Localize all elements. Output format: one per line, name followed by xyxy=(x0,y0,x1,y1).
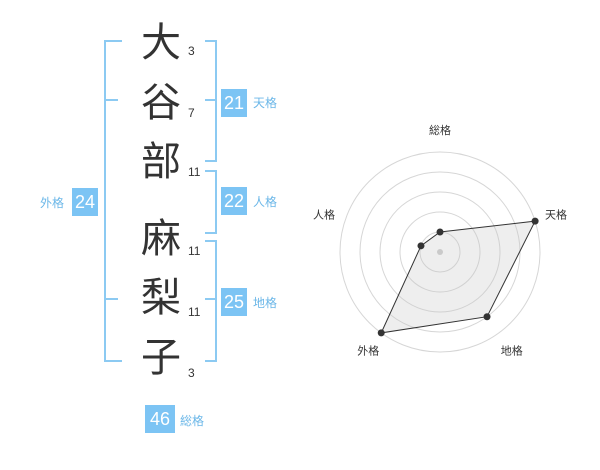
tenkaku-bracket xyxy=(205,40,217,162)
soukaku-label: 総格 xyxy=(180,414,205,428)
radar-axis-label: 総格 xyxy=(429,123,451,137)
radar-axis-label: 地格 xyxy=(501,344,523,358)
name-char-5: 梨 xyxy=(141,275,181,321)
jinkaku-score: 22 xyxy=(221,187,247,215)
jinkaku-label: 人格 xyxy=(253,195,278,209)
gaikaku-label: 外格 xyxy=(40,196,65,210)
name-char-2: 谷 xyxy=(141,80,181,126)
name-char-1: 大 xyxy=(141,20,181,66)
radar-point-3 xyxy=(483,313,491,321)
soukaku-score: 46 xyxy=(145,405,175,433)
gaikaku-score: 24 xyxy=(72,188,98,216)
stroke-count-2: 7 xyxy=(188,106,195,120)
bracket-tick xyxy=(104,99,118,101)
radar-ring xyxy=(339,151,541,353)
name-char-4: 麻 xyxy=(141,216,181,262)
stroke-count-6: 3 xyxy=(188,366,195,380)
radar-axis-label: 人格 xyxy=(313,207,335,221)
bracket-tick xyxy=(205,298,217,300)
radar-point-1 xyxy=(436,228,444,236)
chikaku-label: 地格 xyxy=(253,296,278,310)
stroke-count-4: 11 xyxy=(188,244,201,258)
stroke-count-1: 3 xyxy=(188,44,195,58)
radar-point-5 xyxy=(417,242,425,250)
radar-axis-label: 外格 xyxy=(357,344,379,358)
radar-point-2 xyxy=(531,217,539,225)
tenkaku-label: 天格 xyxy=(253,96,278,110)
stroke-count-3: 11 xyxy=(188,165,201,179)
jinkaku-bracket xyxy=(205,170,217,234)
gaikaku-bracket xyxy=(104,40,122,362)
chikaku-bracket xyxy=(205,240,217,362)
bracket-tick xyxy=(205,99,217,101)
radar-ring xyxy=(379,191,501,313)
radar-point-4 xyxy=(377,329,385,337)
tenkaku-score: 21 xyxy=(221,89,247,117)
radar-axis-label: 天格 xyxy=(545,207,567,221)
radar-series xyxy=(377,217,539,337)
radar-area xyxy=(380,220,536,334)
chikaku-score: 25 xyxy=(221,288,247,316)
radar-ring xyxy=(399,211,481,293)
radar-center xyxy=(437,249,443,255)
name-char-6: 子 xyxy=(141,335,181,381)
name-char-3: 部 xyxy=(141,139,181,185)
bracket-tick xyxy=(104,298,118,300)
stroke-count-5: 11 xyxy=(188,305,201,319)
